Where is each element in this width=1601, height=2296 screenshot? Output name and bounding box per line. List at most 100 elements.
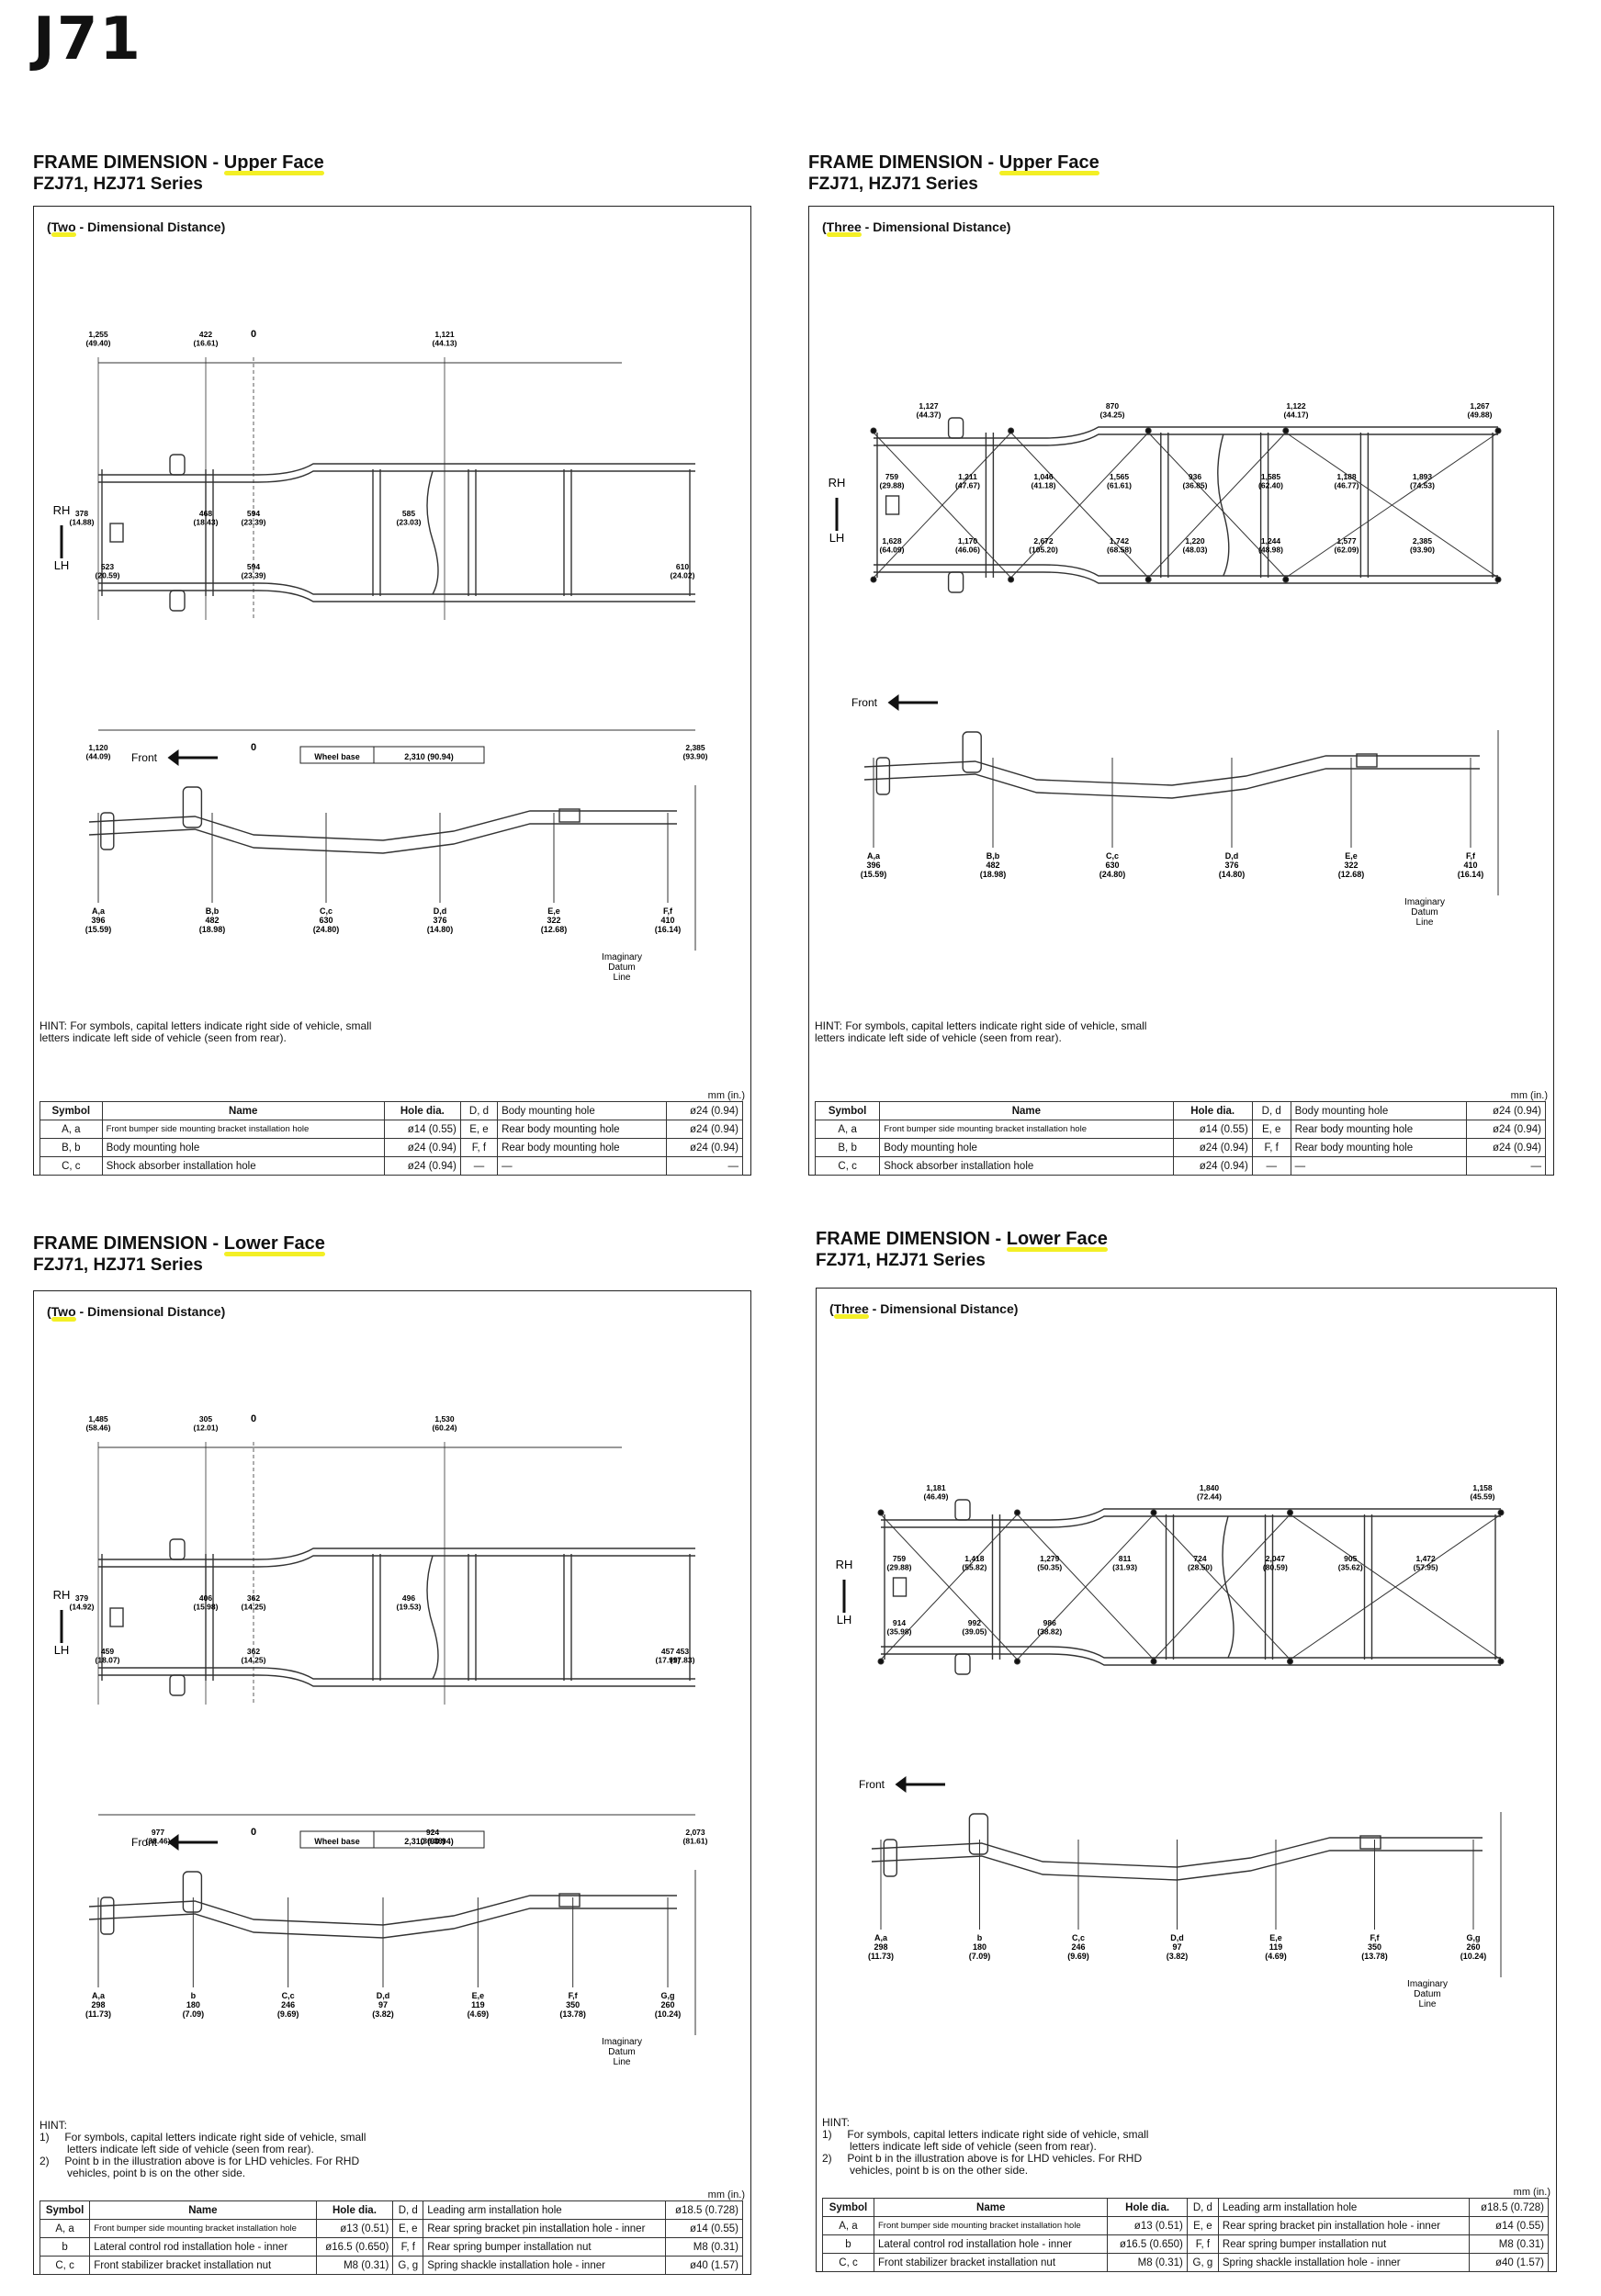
mid-dimension-label: 2,047(80.59) <box>1263 1554 1288 1572</box>
table-cell: ø24 (0.94) <box>665 1120 744 1139</box>
hint-line: letters indicate left side of vehicle (s… <box>39 1031 287 1044</box>
table-cell: F, f <box>1186 2234 1219 2254</box>
hint-line: HINT: For symbols, capital letters indic… <box>815 1019 1147 1032</box>
panel-heading: FRAME DIMENSION - Upper Face <box>33 152 324 173</box>
frame-top-view <box>98 454 695 612</box>
mid-dimension-label: 594(23.39) <box>242 562 266 580</box>
table-cell: ø13 (0.51) <box>315 2219 394 2238</box>
mid-dimension-label: 1,244(48.98) <box>1258 536 1283 555</box>
top-dimension-label: 1,121(44.13) <box>433 330 457 348</box>
table-cell: Body mounting hole <box>879 1138 1174 1157</box>
table-header-cell: Name <box>873 2198 1109 2217</box>
bottom-dimension-label: 0 <box>251 1827 256 1838</box>
table-cell: E, e <box>392 2219 424 2238</box>
mid-dimension-label: 1,220(48.03) <box>1183 536 1208 555</box>
table-cell: — <box>1251 1156 1291 1176</box>
table-cell: Front bumper side mounting bracket insta… <box>101 1120 385 1139</box>
mid-dimension-label: 459(18.07) <box>96 1647 120 1665</box>
top-dimension-label: 1,181(46.49) <box>924 1483 949 1502</box>
table-cell: A, a <box>822 2216 874 2235</box>
table-cell: — <box>1290 1156 1467 1176</box>
mid-dimension-label: 1,577(62.09) <box>1335 536 1359 555</box>
units-label: mm (in.) <box>707 2189 745 2200</box>
top-dimension-label: 1,127(44.37) <box>917 401 941 420</box>
table-header-cell: ø24 (0.94) <box>665 1101 744 1120</box>
table-header-cell: Hole dia. <box>315 2200 394 2220</box>
table-cell: C, c <box>814 1156 881 1176</box>
top-dimension-label: 1,267(49.88) <box>1468 401 1493 420</box>
table-cell: M8 (0.31) <box>665 2237 743 2257</box>
table-cell: E, e <box>459 1120 499 1139</box>
mid-dimension-label: 986(38.82) <box>1037 1618 1062 1637</box>
lh-label: LH <box>54 1643 70 1657</box>
table-cell: ø14 (0.55) <box>1468 2216 1550 2235</box>
mid-dimension-label: 1,279(50.35) <box>1037 1554 1062 1572</box>
table-cell: E, e <box>1186 2216 1219 2235</box>
hint-line: 2) Point b in the illustration above is … <box>822 2152 1143 2165</box>
panel-series: FZJ71, HZJ71 Series <box>816 1251 986 1270</box>
frame-top-view <box>881 1499 1501 1675</box>
table-cell: B, b <box>39 1138 103 1157</box>
table-header-cell: Body mounting hole <box>1290 1101 1467 1120</box>
front-label: Front <box>851 696 878 709</box>
mid-dimension-label: 453(17.83) <box>671 1647 695 1665</box>
mid-dimension-label: 1,046(41.18) <box>1032 472 1056 490</box>
table-cell: Shock absorber installation hole <box>879 1156 1174 1176</box>
top-dimension-label: 422(16.61) <box>194 330 219 348</box>
table-cell: ø16.5 (0.650) <box>315 2237 394 2257</box>
hint-line: 1) For symbols, capital letters indicate… <box>39 2131 366 2144</box>
table-cell: ø24 (0.94) <box>665 1138 744 1157</box>
table-header-cell: Hole dia. <box>1172 1101 1253 1120</box>
frame-diagram: RHLH1,181(46.49)1,840(72.44)1,158(45.59)… <box>836 1483 1505 2009</box>
mid-dimension-label: 936(36.85) <box>1183 472 1208 490</box>
top-dimension-label: 1,530(60.24) <box>433 1414 457 1433</box>
frame-side-view <box>863 731 1480 799</box>
table-cell: — <box>665 1156 744 1176</box>
mid-dimension-label: 811(31.93) <box>1112 1554 1137 1572</box>
mid-dimension-label: 1,170(46.06) <box>955 536 980 555</box>
mid-dimension-label: 585(23.03) <box>397 509 422 527</box>
wheelbase-label: Wheel base <box>314 752 360 761</box>
table-cell: Front bumper side mounting bracket insta… <box>879 1120 1174 1139</box>
table-header-cell: ø24 (0.94) <box>1465 1101 1547 1120</box>
hint-line: HINT: For symbols, capital letters indic… <box>39 1019 372 1032</box>
mid-dimension-label: 610(24.02) <box>671 562 695 580</box>
table-cell: ø14 (0.55) <box>383 1120 461 1139</box>
panel-2: FRAME DIMENSION - Upper Face FZJ71, HZJ7… <box>808 152 1099 196</box>
table-header-cell: Symbol <box>39 1101 103 1120</box>
table-cell: Rear spring bumper installation nut <box>423 2237 667 2257</box>
table-cell: Body mounting hole <box>101 1138 385 1157</box>
table-cell: — <box>459 1156 499 1176</box>
table-cell: — <box>1465 1156 1547 1176</box>
box-title: (Two - Dimensional Distance) <box>47 1304 226 1319</box>
bottom-dimension-label: 0 <box>251 742 256 753</box>
table-cell: ø14 (0.55) <box>1172 1120 1253 1139</box>
mid-dimension-label: 1,565(61.61) <box>1107 472 1132 490</box>
table-header-cell: D, d <box>1186 2198 1219 2217</box>
mid-dimension-label: 468(18.43) <box>194 509 219 527</box>
table-cell: G, g <box>392 2256 424 2275</box>
hint-text: HINT:1) For symbols, capital letters ind… <box>822 2117 1148 2177</box>
table-cell: Rear body mounting hole <box>1290 1120 1467 1139</box>
table-cell: Rear spring bumper installation nut <box>1217 2234 1470 2254</box>
box-title: (Three - Dimensional Distance) <box>829 1301 1019 1316</box>
table-header-cell: ø18.5 (0.728) <box>1468 2198 1550 2217</box>
table-cell: F, f <box>459 1138 499 1157</box>
table-cell: M8 (0.31) <box>1468 2234 1550 2254</box>
panel-series: FZJ71, HZJ71 Series <box>808 174 978 194</box>
